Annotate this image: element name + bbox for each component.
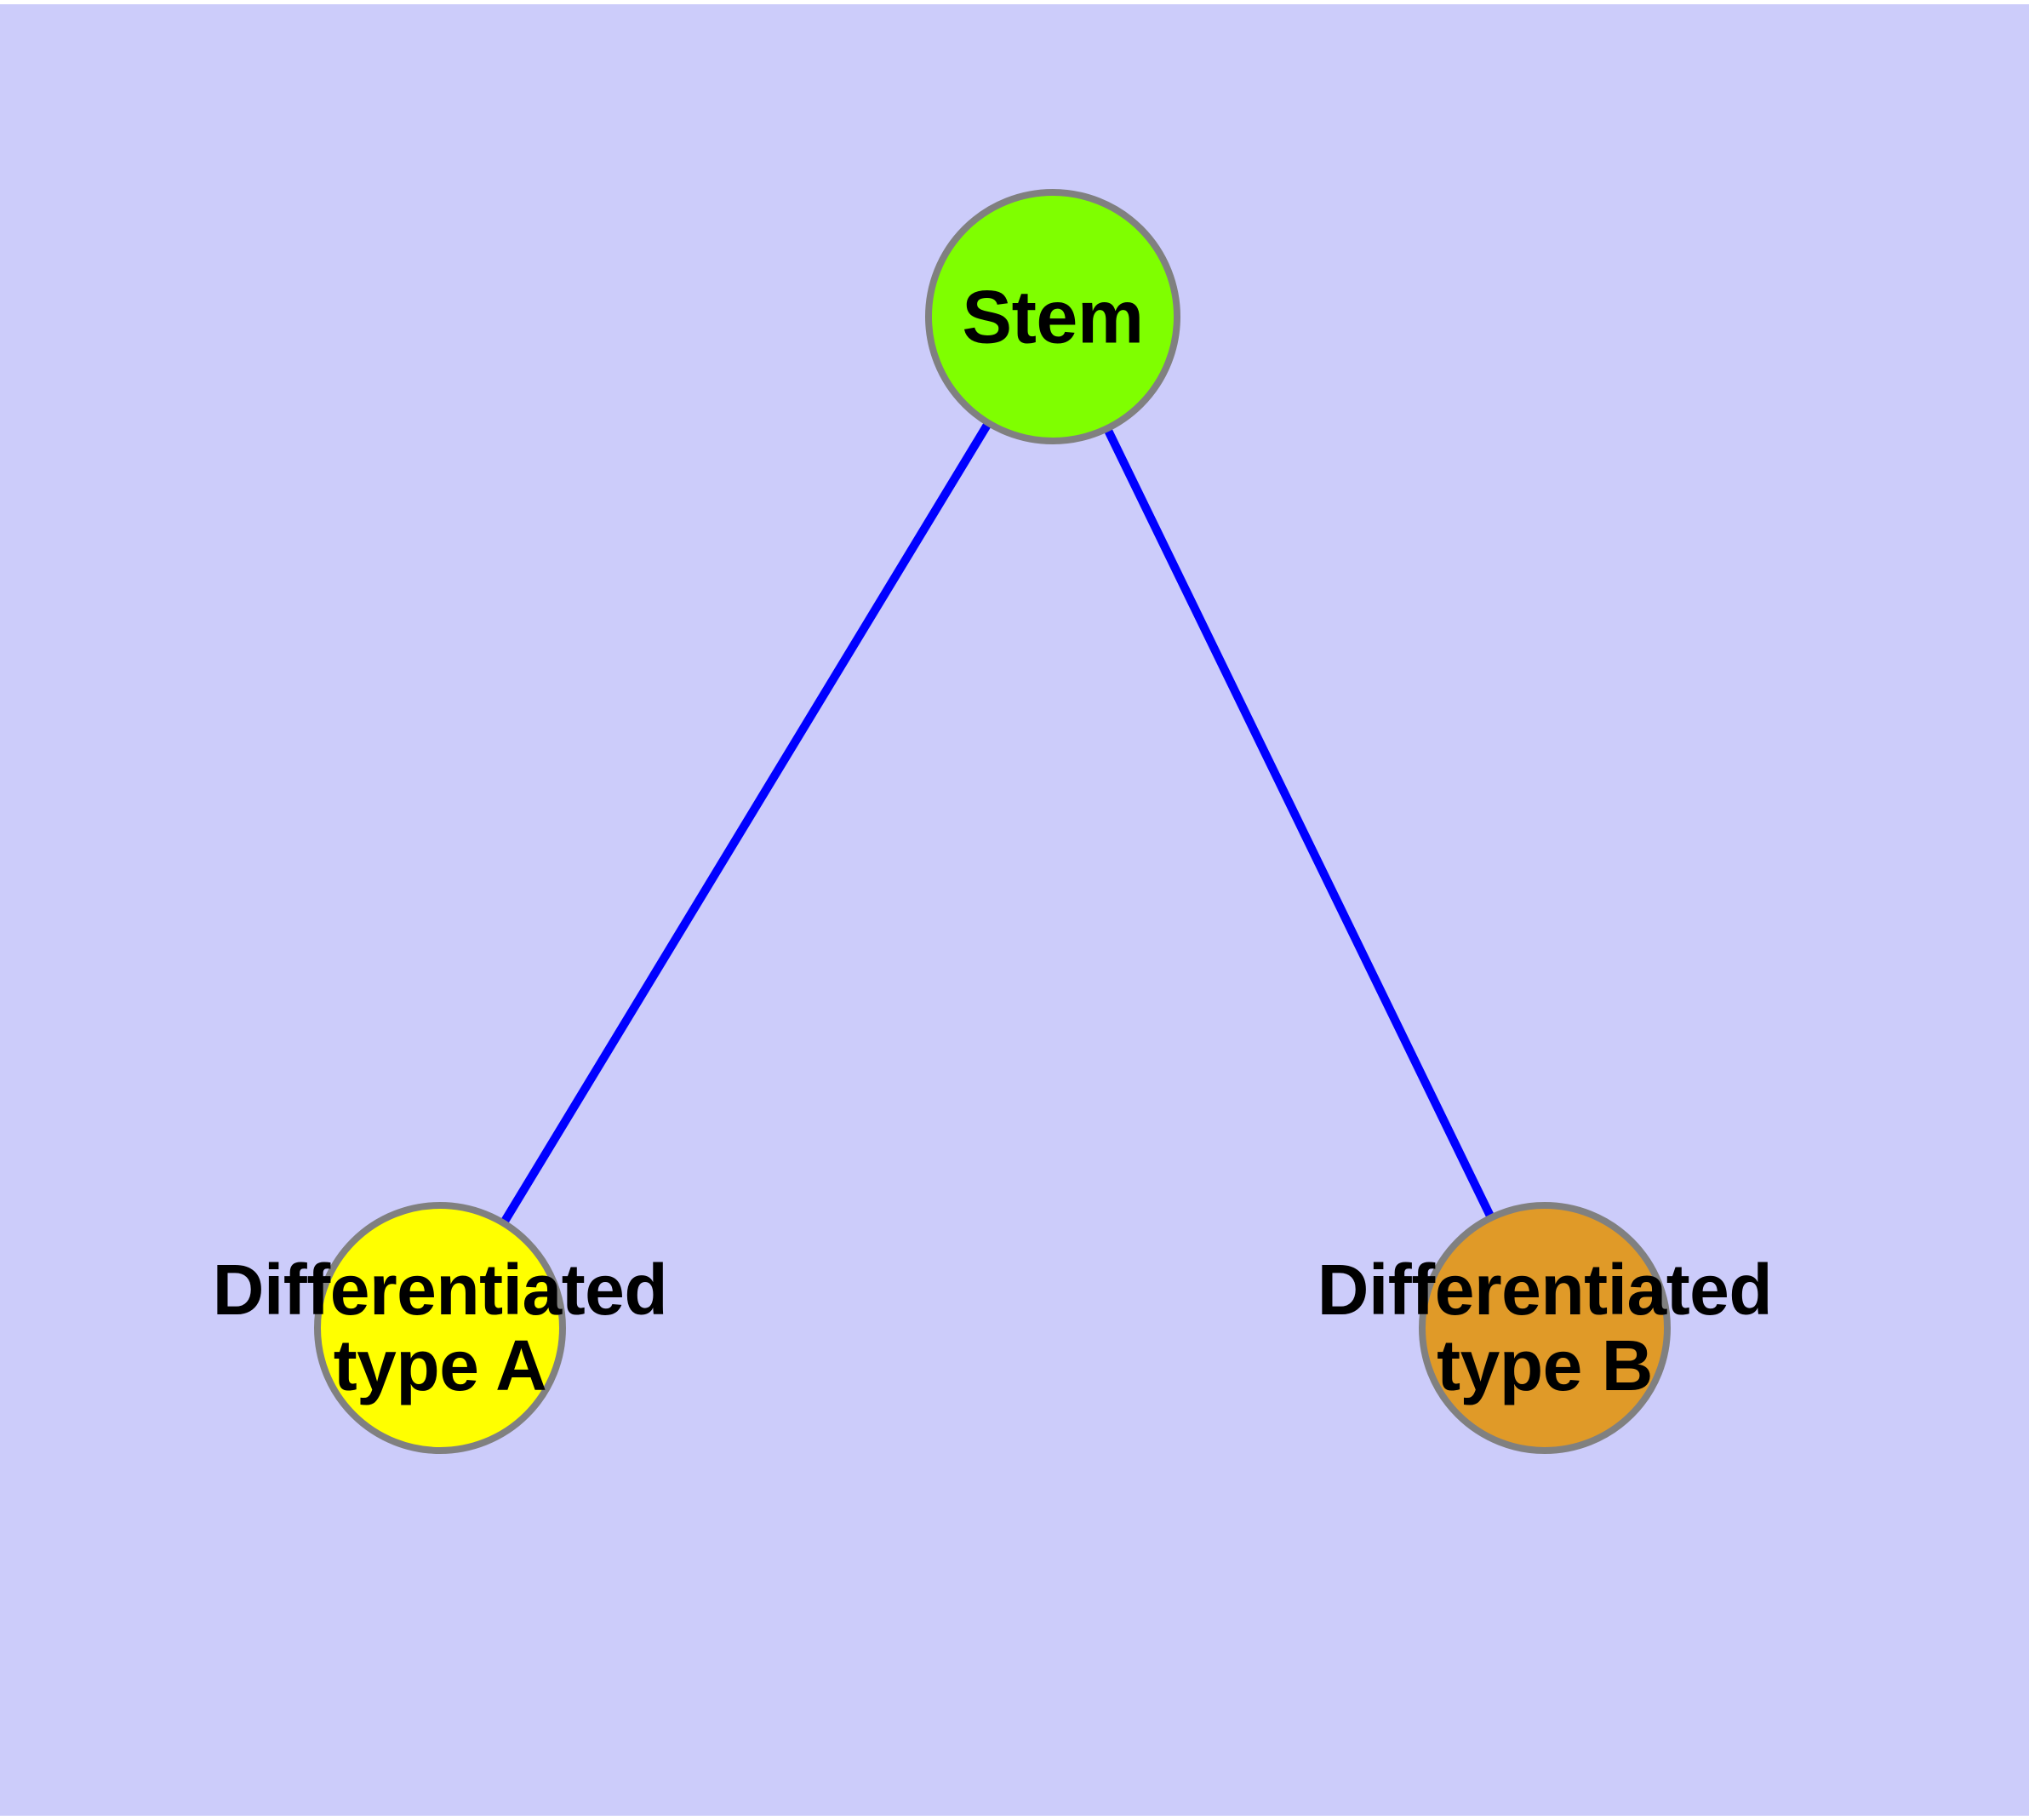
edges-layer — [500, 415, 1495, 1224]
nodes-layer — [314, 189, 1671, 1454]
graph-edge[interactable] — [500, 415, 996, 1224]
graph-node-stem[interactable] — [925, 189, 1180, 444]
graph-node-diff_b[interactable] — [1419, 1202, 1671, 1454]
graph-node-diff_a[interactable] — [314, 1202, 566, 1454]
graph-edge[interactable] — [1100, 420, 1495, 1218]
